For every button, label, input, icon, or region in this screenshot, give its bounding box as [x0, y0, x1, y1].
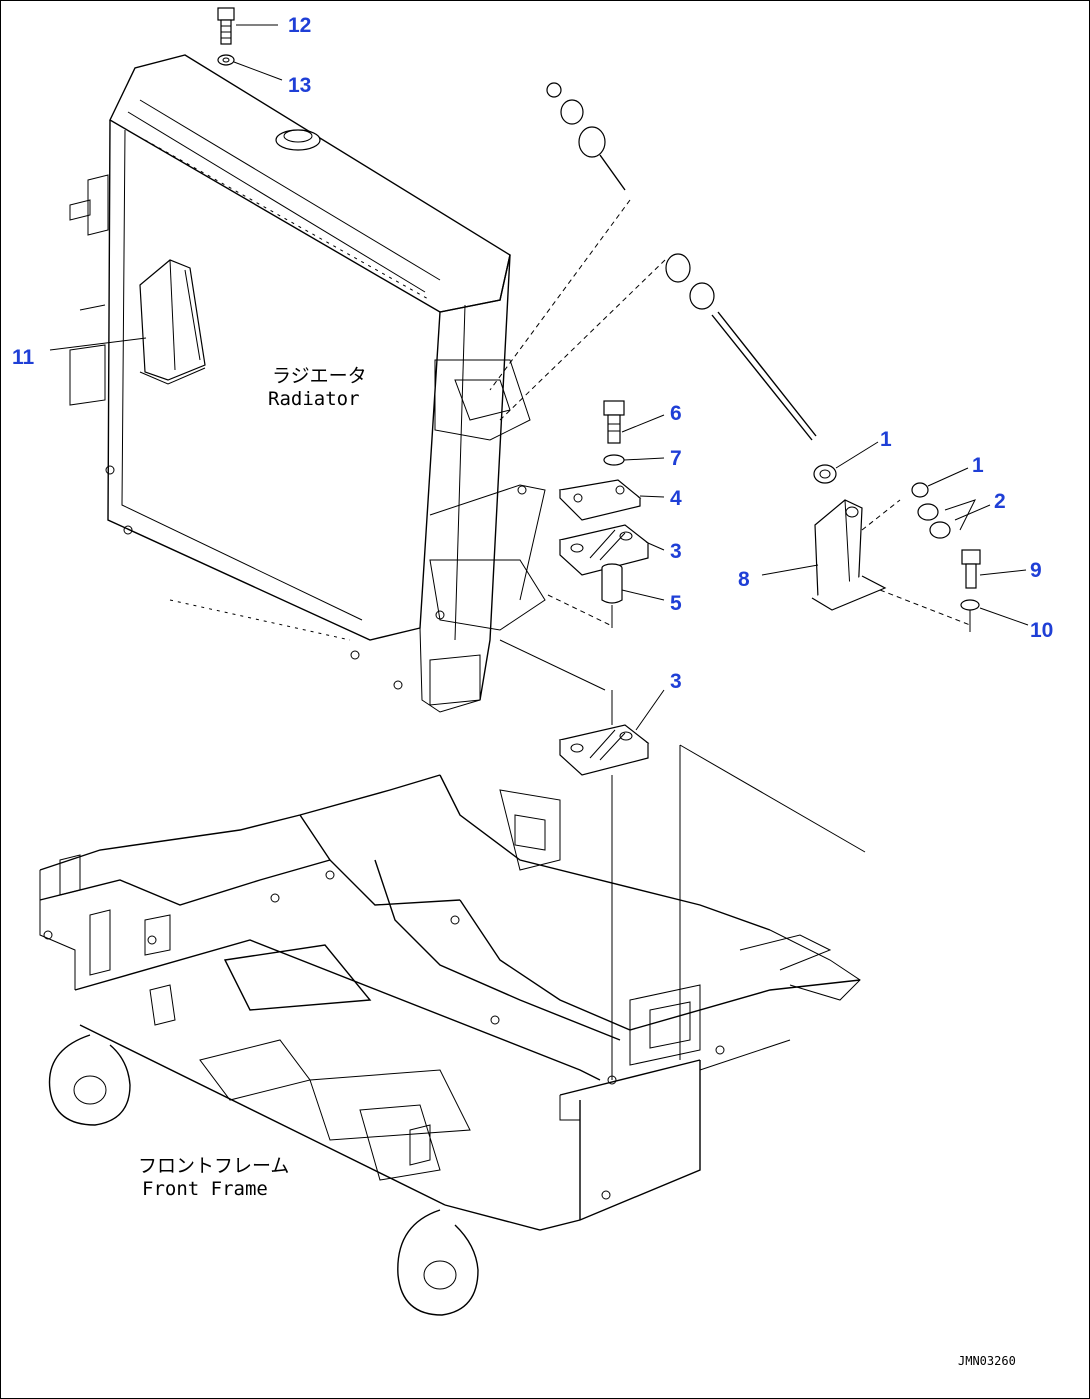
- front-frame-label-jp: フロントフレーム: [138, 1155, 289, 1177]
- part-1-nut-upper: [813, 464, 837, 484]
- callout-1-right: 1: [972, 454, 984, 477]
- callout-8: 8: [738, 568, 750, 591]
- part-3-cushion-upper: [558, 524, 650, 576]
- part-9-bolt: [961, 549, 981, 589]
- part-6-bolt: [603, 400, 625, 444]
- callout-7: 7: [670, 447, 682, 470]
- leader-lines: [49, 24, 1029, 731]
- part-8-bracket: [811, 499, 887, 611]
- radiator-assembly: [69, 54, 546, 713]
- drawing-number: JMN03260: [958, 1354, 1016, 1368]
- part-1-nut-right: [911, 482, 929, 498]
- callout-4: 4: [670, 487, 682, 510]
- component-labels: ラジエータ Radiator フロントフレーム Front Frame JMN0…: [138, 365, 1016, 1368]
- part-12-bolt: [217, 7, 235, 45]
- radiator-label-jp: ラジエータ: [272, 365, 367, 387]
- callout-10: 10: [1030, 619, 1053, 642]
- callout-1-upper: 1: [880, 428, 892, 451]
- callout-5: 5: [670, 592, 682, 615]
- part-13-washer: [217, 54, 235, 66]
- part-11-guard: [139, 259, 206, 385]
- radiator-label-en: Radiator: [268, 388, 360, 410]
- part-10-washer: [960, 599, 980, 611]
- callout-6: 6: [670, 402, 682, 425]
- callout-11: 11: [12, 346, 35, 369]
- callout-13: 13: [288, 74, 311, 97]
- callout-2: 2: [994, 490, 1006, 513]
- part-4-plate: [558, 479, 642, 521]
- stay-rod-assembly: [489, 82, 817, 441]
- callout-9: 9: [1030, 559, 1042, 582]
- front-frame-label-en: Front Frame: [142, 1178, 268, 1200]
- part-5-collar: [601, 563, 623, 604]
- part-2-nuts: [917, 499, 976, 539]
- callout-numbers: 12 13 11 6 7 4 3 5 3 1 1 2 8 9 10: [12, 14, 1053, 693]
- part-3-cushion-lower: [558, 724, 650, 776]
- callout-3-lower: 3: [670, 670, 682, 693]
- callout-12: 12: [288, 14, 311, 37]
- callout-3-upper: 3: [670, 540, 682, 563]
- front-frame-assembly: [39, 774, 861, 1316]
- part-7-washer: [603, 454, 625, 466]
